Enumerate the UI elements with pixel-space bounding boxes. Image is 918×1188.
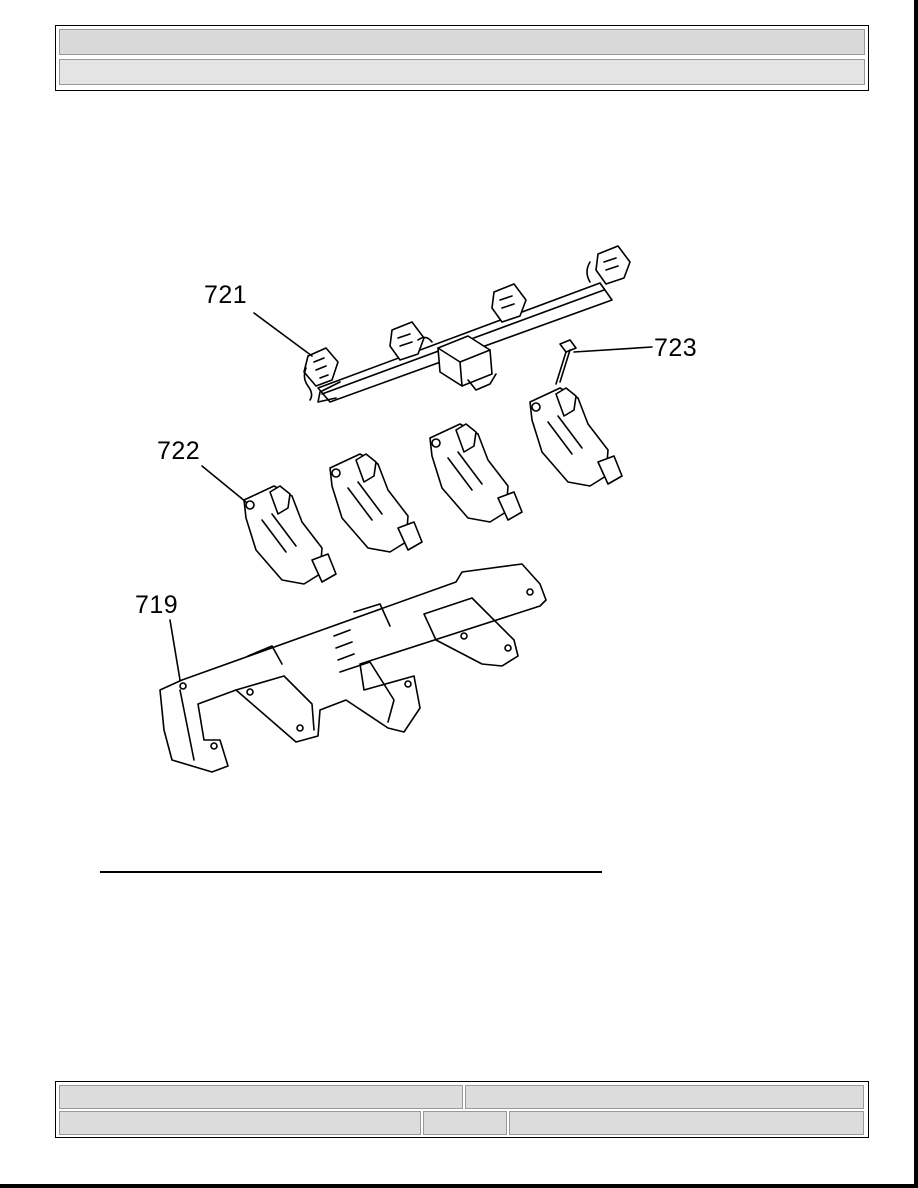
ignition-coil-722 [243,485,337,585]
document-footer [55,1081,869,1138]
wiring-harness-721 [303,245,631,403]
callout-723: 723 [654,334,698,362]
footer-left-top [59,1085,463,1109]
ignition-coil-exploded-diagram [159,245,653,773]
document-header [55,25,869,91]
ignition-coil-4 [529,387,623,487]
callout-721: 721 [204,281,248,309]
callout-722: 722 [157,437,201,465]
footer-left-bottom [59,1111,421,1135]
header-title-bar [59,29,865,55]
leader-719 [169,619,181,681]
leader-721 [253,312,313,357]
leader-723 [573,346,653,353]
coil-bracket-719 [159,563,547,773]
footer-right-bottom [509,1111,864,1135]
ignition-coil-3 [429,423,523,523]
section-divider [100,871,602,873]
bolt-723 [555,339,577,385]
footer-right-top [465,1085,864,1109]
ignition-coil-2 [329,453,423,553]
leader-722 [201,465,247,503]
callout-719: 719 [135,591,179,619]
footer-mid-bottom [423,1111,507,1135]
header-subtitle-bar [59,59,865,85]
